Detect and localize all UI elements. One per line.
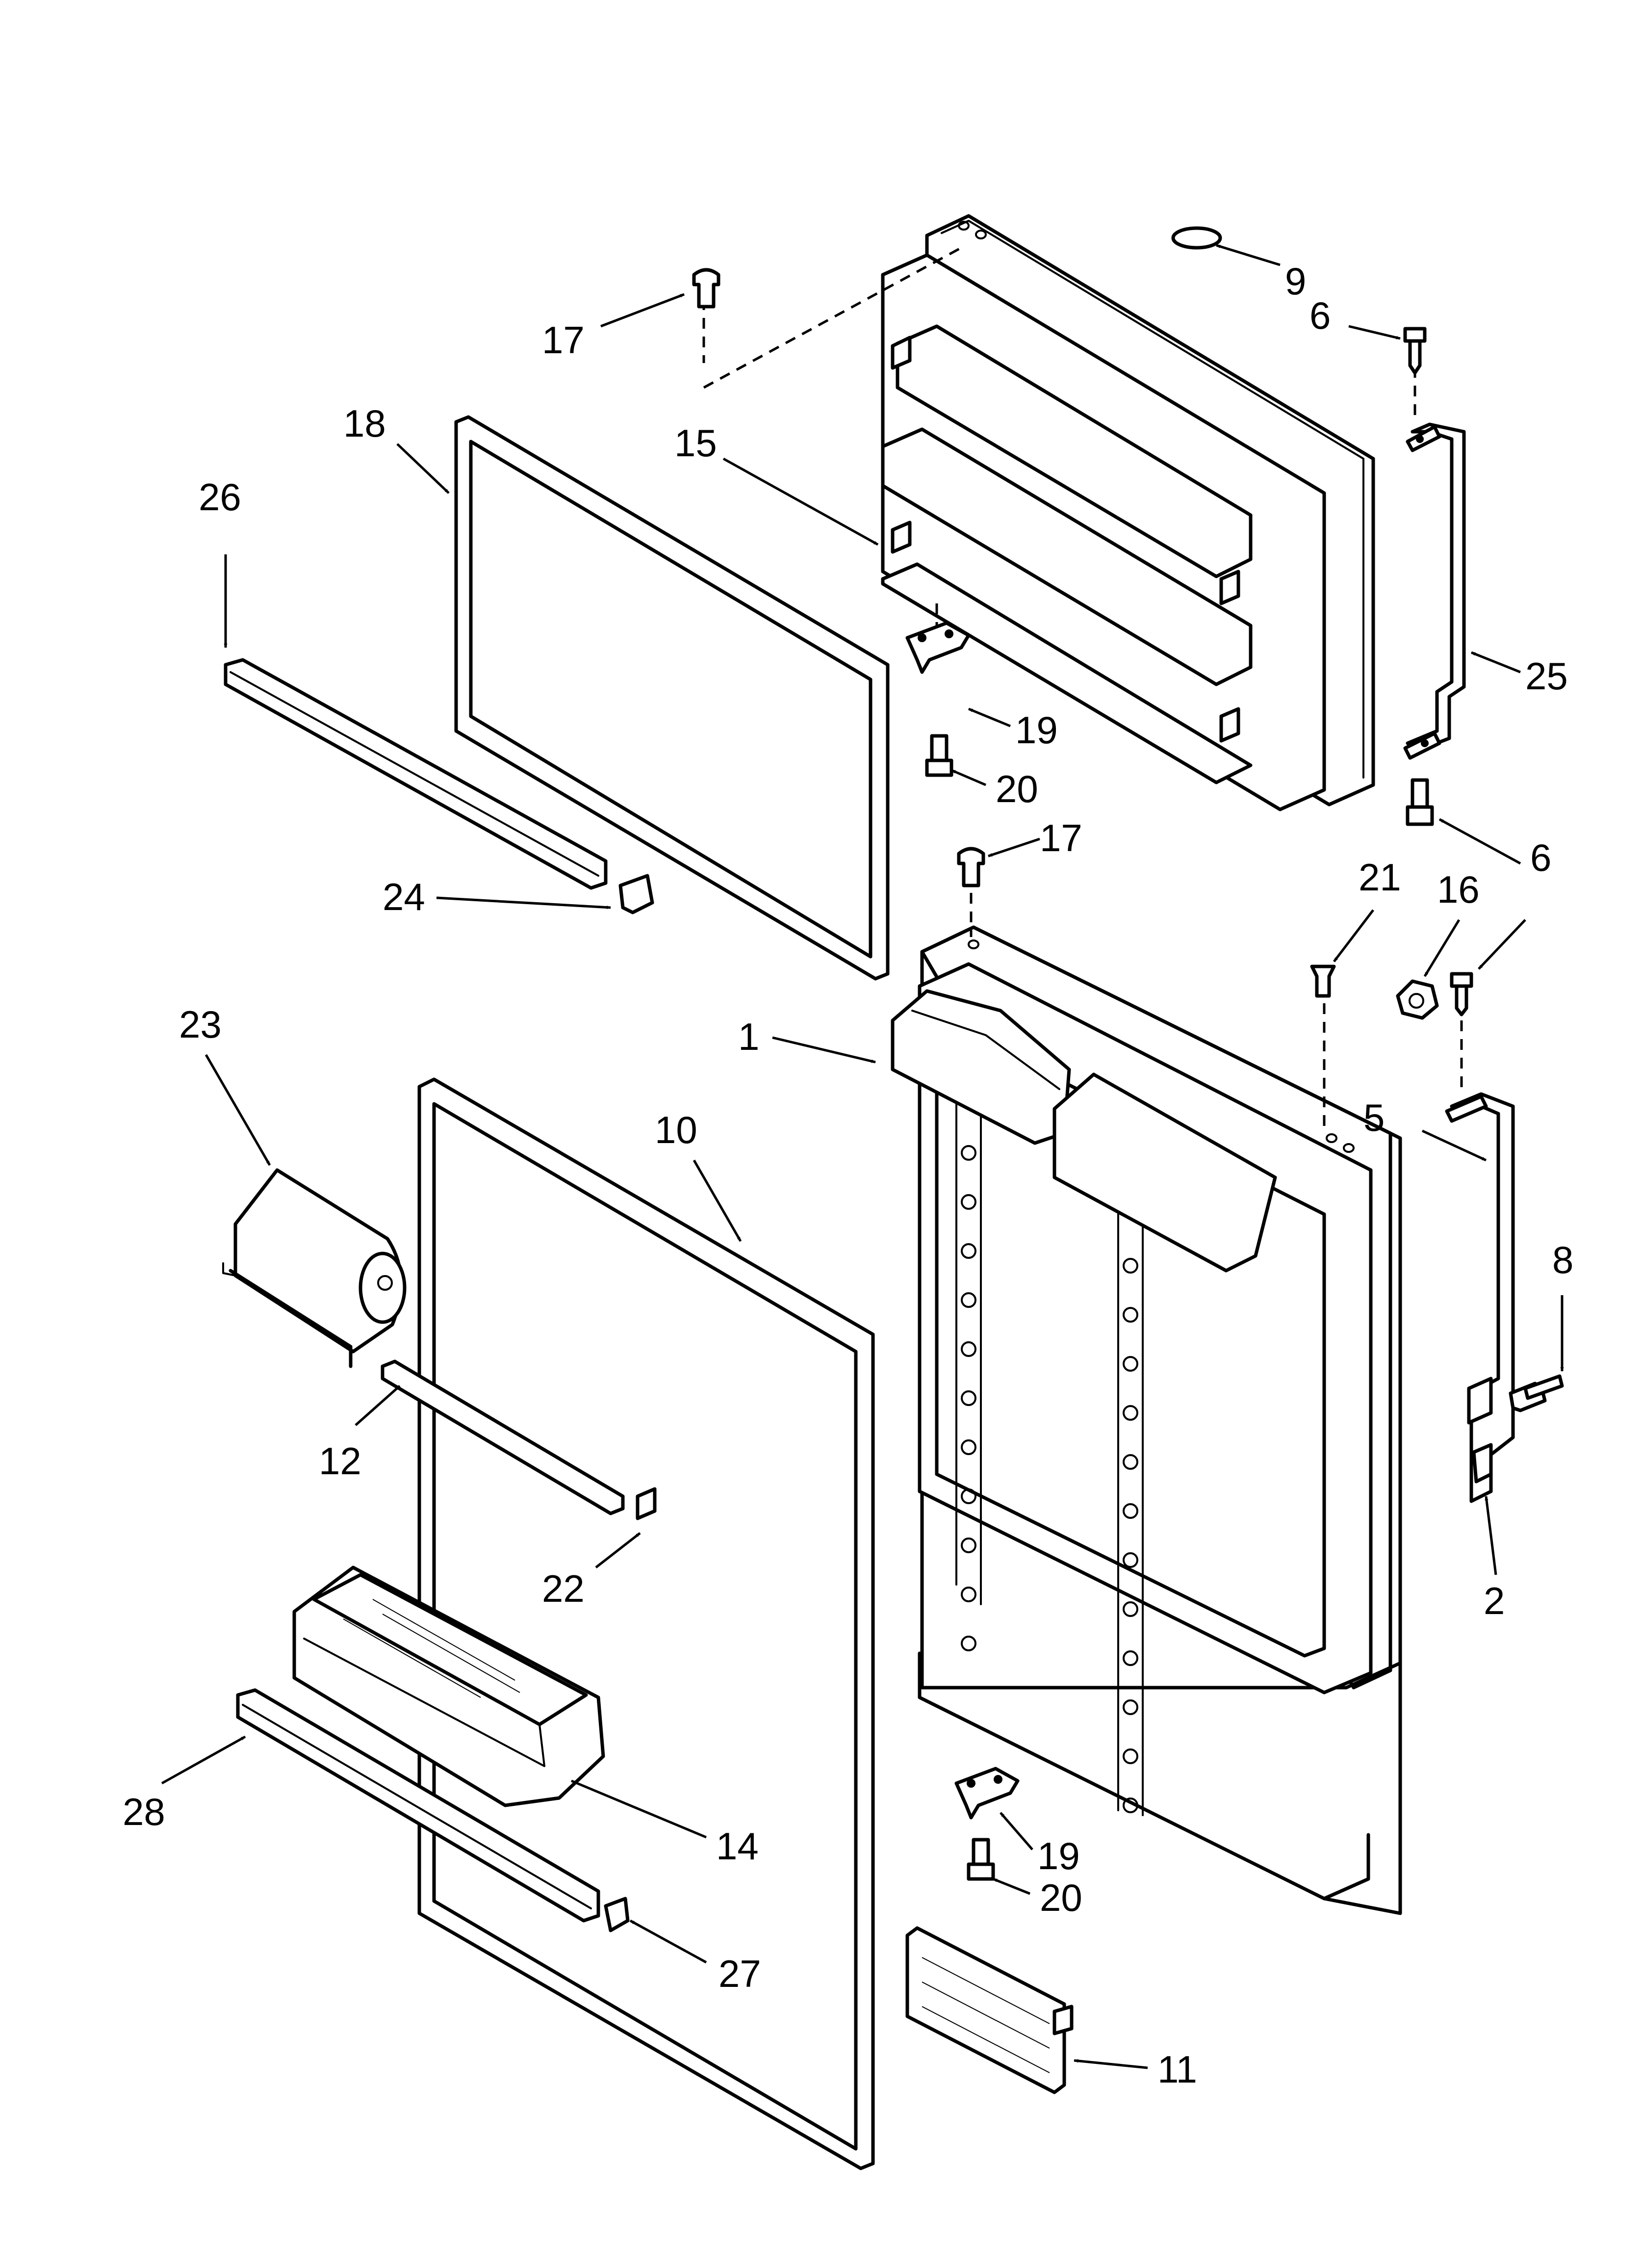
screw-part-6-top [1403, 327, 1427, 375]
callout-22: 22 [542, 1567, 585, 1610]
callout-2: 2 [1484, 1579, 1505, 1622]
callout-25: 25 [1525, 654, 1568, 698]
shelf-trim-part-28 [236, 1688, 600, 1923]
callout-17-lower: 17 [1040, 816, 1082, 860]
callout-17-top: 17 [542, 318, 585, 362]
callout-15: 15 [674, 421, 717, 465]
hinge-part-19-lower [954, 1767, 1020, 1820]
callout-11: 11 [1157, 2048, 1197, 2091]
plug-part-21 [1310, 965, 1336, 1128]
door-bin-part-14 [292, 1565, 605, 1807]
screw-part-6-fresh-food [1450, 972, 1473, 1094]
callout-1: 1 [738, 1015, 759, 1058]
callout-27: 24 [383, 875, 425, 918]
leader-lines [161, 244, 1564, 2069]
callout-19-lower: 19 [1037, 1834, 1080, 1877]
callout-10: 9 [1285, 260, 1306, 303]
callout-18: 18 [343, 402, 386, 445]
callout-20-top: 20 [996, 767, 1038, 810]
shelf-trim-part-26 [224, 658, 608, 890]
callout-labels: 9 17 6 18 15 26 25 19 20 6 17 21 16 24 1… [123, 260, 1573, 2091]
clip-part-23 [604, 1897, 630, 1932]
shelf-bar-part-12 [381, 1359, 625, 1515]
callout-21: 21 [1359, 856, 1401, 899]
fresh-food-handle-part-5 [1445, 1092, 1515, 1503]
screw-part-20-lower [967, 1838, 995, 1881]
screw-part-20-top [925, 734, 953, 777]
callout-16: 16 [1437, 868, 1480, 911]
callout-23: 27 [718, 1952, 761, 1995]
callout-8: 8 [1552, 1238, 1573, 1281]
callout-26: 26 [199, 475, 241, 519]
hinge-part-19-top [905, 621, 971, 674]
screw-part-8 [1509, 1374, 1564, 1412]
callout-5: 5 [1363, 1096, 1385, 1139]
plug-part-17-lower [957, 847, 985, 887]
spacer-part-16 [1396, 979, 1439, 1020]
freezer-gasket-part-18 [454, 415, 890, 981]
plug-part-10 [1171, 226, 1222, 250]
callout-28: 28 [123, 1790, 165, 1833]
callout-6-lower: 6 [1530, 836, 1551, 879]
cover-part-11 [905, 1926, 1074, 2094]
callout-12: 12 [319, 1439, 361, 1483]
plug-part-17-top [692, 268, 720, 309]
fresh-food-door-part-1 [891, 925, 1402, 1915]
clip-part-22 [636, 1487, 657, 1520]
screw-part-6-lower [1406, 778, 1434, 826]
callout-9: 10 [655, 1108, 697, 1151]
end-cap-part-27 [618, 874, 654, 914]
callout-19-top: 19 [1015, 708, 1058, 752]
clip-part-2 [1472, 1443, 1493, 1484]
callout-14: 14 [716, 1825, 759, 1868]
fresh-food-gasket-part-9 [417, 1077, 875, 2170]
freezer-door-part-15 [881, 214, 1375, 811]
freezer-handle-part-25 [1403, 348, 1466, 760]
callout-20-lower: 20 [1040, 1876, 1082, 1919]
dairy-door-part-24 [222, 1168, 407, 1368]
callout-6-top: 6 [1309, 294, 1331, 337]
callout-24: 23 [179, 1003, 222, 1046]
